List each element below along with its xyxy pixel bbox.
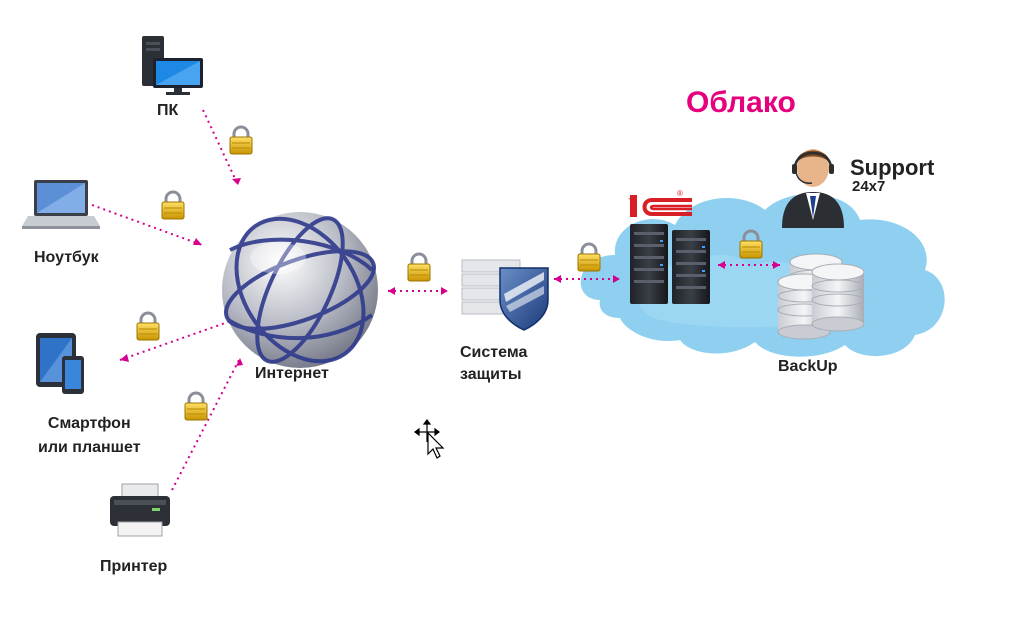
support-hours: 24x7 (852, 178, 886, 195)
security-label-line1: Система (460, 344, 528, 361)
padlock-icon (160, 190, 186, 221)
laptop-label: Ноутбук (34, 249, 99, 266)
move-cursor-icon (414, 419, 445, 459)
connection-lines (91, 109, 780, 491)
tablet-phone-icon (36, 333, 84, 394)
onec-logo: ® (628, 189, 692, 217)
support-title: Support (850, 155, 935, 180)
globe-icon (222, 212, 378, 368)
smartphone-label-line2: или планшет (38, 439, 141, 456)
laptop-icon (22, 180, 100, 229)
printer-icon (110, 483, 170, 537)
padlock-icon (406, 252, 432, 283)
link-laptop (91, 204, 203, 246)
desktop-computer-icon (142, 36, 203, 95)
smartphone-label-line1: Смартфон (47, 415, 131, 432)
pc-label: ПК (157, 102, 179, 119)
padlock-icon (135, 311, 161, 342)
link-printer (171, 357, 241, 491)
printer-label: Принтер (100, 558, 168, 575)
firewall-shield-icon (461, 259, 549, 331)
security-label-line2: защиты (460, 366, 522, 383)
link-pc (202, 109, 239, 186)
security-label: Система защиты (460, 342, 527, 386)
internet-label: Интернет (255, 365, 329, 382)
link-arrowheads (120, 178, 780, 366)
cloud-title: Облако (686, 86, 796, 119)
link-smartphone (119, 321, 229, 361)
registered-mark: ® (677, 189, 683, 198)
server-rack-icon (630, 224, 710, 304)
padlock-icon (228, 125, 254, 156)
backup-label: BackUp (778, 358, 838, 375)
smartphone-label: Смартфон или планшет (38, 412, 141, 460)
padlock-icon (576, 242, 602, 273)
padlock-icon (183, 391, 209, 422)
operator-headset-icon (782, 149, 844, 228)
database-stack-icon (777, 253, 865, 340)
